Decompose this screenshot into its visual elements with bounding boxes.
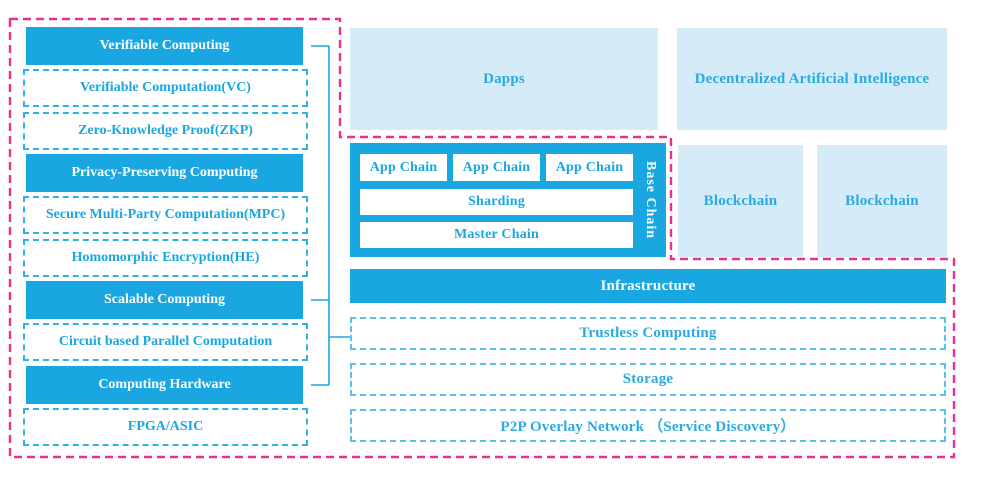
blockchain-box: Blockchain — [817, 145, 947, 257]
dapps-box: Dapps — [350, 28, 658, 130]
base-chain-container: App Chain App Chain App Chain Sharding M… — [350, 143, 666, 257]
sharding-box: Sharding — [360, 188, 633, 215]
master-chain-box: Master Chain — [360, 222, 633, 248]
app-chain-box: App Chain — [360, 154, 447, 181]
computing-hardware-box: Computing Hardware — [26, 365, 303, 404]
app-chain-row: App Chain App Chain App Chain — [360, 154, 633, 181]
fpga-asic-box: FPGA/ASIC — [23, 407, 308, 446]
circuit-parallel-computation-box: Circuit based Parallel Computation — [23, 323, 308, 362]
secure-multiparty-computation-box: Secure Multi-Party Computation(MPC) — [23, 196, 308, 235]
verifiable-computing-box: Verifiable Computing — [26, 27, 303, 65]
storage-box: Storage — [350, 363, 946, 396]
base-chain-side-label: Base Chain — [643, 160, 658, 240]
trustless-computing-box: Trustless Computing — [350, 317, 946, 350]
base-chain-stack: App Chain App Chain App Chain Sharding M… — [360, 154, 633, 248]
homomorphic-encryption-box: Homomorphic Encryption(HE) — [23, 238, 308, 277]
privacy-preserving-computing-box: Privacy-Preserving Computing — [26, 153, 303, 192]
verifiable-computation-vc-box: Verifiable Computation(VC) — [23, 69, 308, 108]
p2p-overlay-network-box: P2P Overlay Network （Service Discovery） — [350, 409, 946, 442]
app-chain-box: App Chain — [546, 154, 633, 181]
bracket-connector-lines — [311, 45, 351, 386]
decentralized-ai-box: Decentralized Artificial Intelligence — [677, 28, 947, 130]
computing-tech-panel: Verifiable Computing Verifiable Computat… — [23, 27, 308, 446]
app-chain-box: App Chain — [453, 154, 540, 181]
blockchain-box: Blockchain — [678, 145, 803, 257]
zero-knowledge-proof-zkp-box: Zero-Knowledge Proof(ZKP) — [23, 111, 308, 150]
scalable-computing-box: Scalable Computing — [26, 280, 303, 319]
infrastructure-bar: Infrastructure — [350, 269, 946, 303]
